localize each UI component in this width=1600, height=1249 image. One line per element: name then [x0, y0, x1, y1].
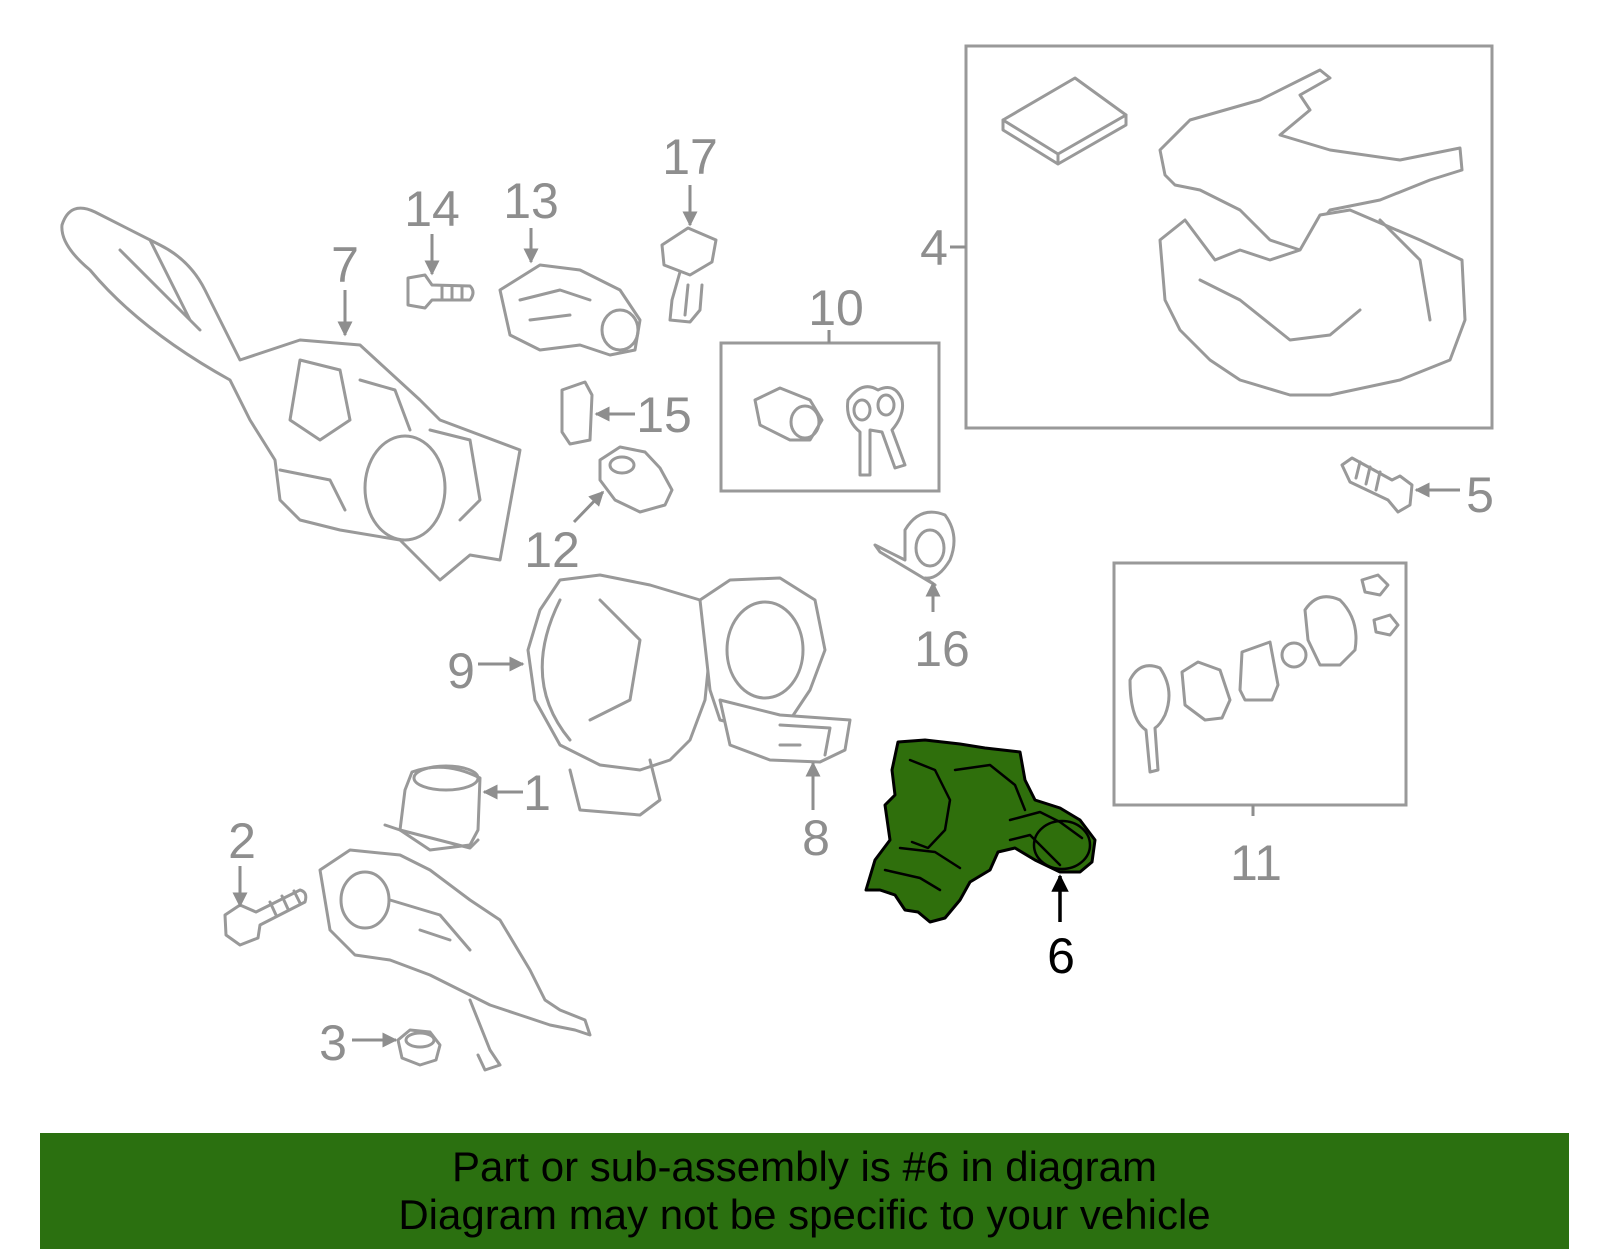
callout-5: 5	[1466, 467, 1494, 523]
callout-7: 7	[331, 237, 359, 293]
callout-1: 1	[523, 765, 551, 821]
arrow-12	[572, 490, 605, 524]
callout-15: 15	[636, 387, 692, 443]
part-9-spiral-cable[interactable]	[526, 573, 827, 817]
part-7-combination-switch[interactable]	[60, 206, 522, 582]
part-5-screw[interactable]	[1340, 456, 1414, 514]
part-17-sensor[interactable]	[660, 226, 718, 324]
part-3-nut[interactable]	[396, 1028, 442, 1067]
callout-13: 13	[503, 173, 559, 229]
part-1-column-motor[interactable]	[383, 764, 482, 852]
callout-17: 17	[662, 129, 718, 185]
part-2-bolt[interactable]	[223, 888, 308, 947]
banner-line-2: Diagram may not be specific to your vehi…	[398, 1191, 1211, 1238]
steering-column-assembly[interactable]	[318, 848, 592, 1072]
callout-11: 11	[1230, 835, 1282, 891]
part-6-highlighted-switch[interactable]	[864, 738, 1097, 924]
callout-2: 2	[228, 813, 256, 869]
part-12-sensor[interactable]	[598, 445, 674, 514]
leader-arrows	[232, 185, 1460, 1048]
info-banner: Part or sub-assembly is #6 in diagram Di…	[40, 1133, 1569, 1249]
part-11-transmitter-set[interactable]	[1112, 561, 1408, 807]
callout-9: 9	[447, 643, 475, 699]
callout-4: 4	[920, 220, 948, 276]
callout-14: 14	[404, 181, 460, 237]
callout-16: 16	[914, 621, 970, 677]
part-4-column-cover[interactable]	[964, 44, 1494, 430]
banner-line-1: Part or sub-assembly is #6 in diagram	[452, 1143, 1157, 1190]
callout-8: 8	[802, 810, 830, 866]
part-16-bracket[interactable]	[873, 510, 956, 587]
callout-6: 6	[1047, 928, 1075, 984]
part-8-sensor[interactable]	[718, 698, 852, 764]
callout-10: 10	[808, 280, 864, 336]
part-14-bolt[interactable]	[406, 273, 475, 310]
callout-3: 3	[319, 1015, 347, 1071]
part-15-clip[interactable]	[560, 380, 594, 446]
callout-12: 12	[524, 522, 580, 578]
part-13-ignition-switch[interactable]	[498, 263, 642, 357]
part-10-lock-cylinder-set[interactable]	[719, 341, 941, 493]
callout-labels: 7 14 13 17 15 12 10 4 5 16 9 8 11 1 2 3 …	[228, 129, 1494, 1071]
